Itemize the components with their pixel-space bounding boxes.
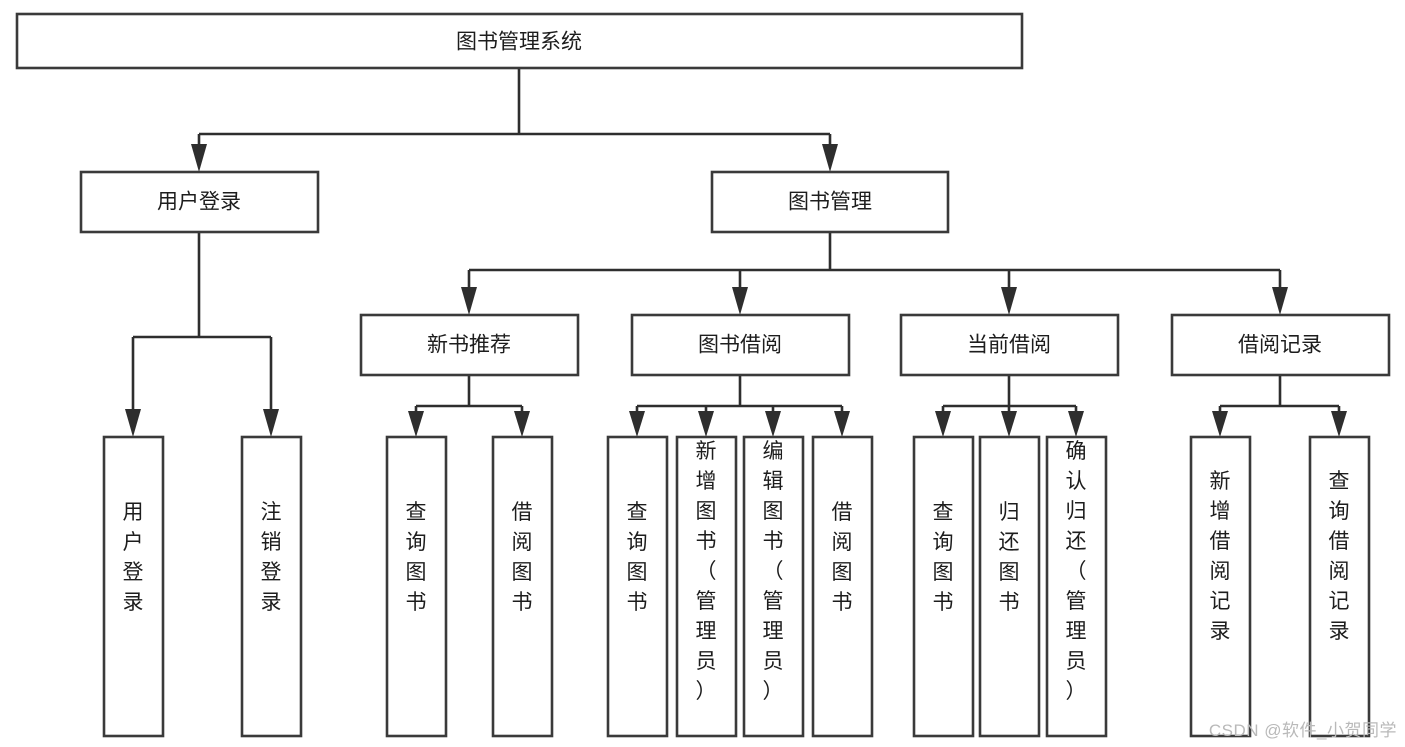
node-leaf-confirm-return-label: 确认归还（管理员） [1066, 440, 1087, 703]
node-leaf-query-record-box[interactable] [1308, 435, 1371, 738]
node-book-borrow-label: 图书借阅 [698, 334, 782, 357]
node-borrow-record[interactable]: 借阅记录 [1170, 313, 1391, 377]
node-leaf-query-book-1-box[interactable] [385, 435, 448, 738]
node-leaf-add-book-box[interactable] [675, 435, 738, 738]
node-book-borrow-box[interactable] [630, 313, 851, 377]
node-leaf-user-login[interactable]: 用户登录 [102, 435, 165, 738]
node-leaf-query-record[interactable]: 查询借阅记录 [1308, 435, 1371, 738]
arrow-cb-leaf-3 [1068, 411, 1084, 437]
node-leaf-add-record-label: 新增借阅记录 [1210, 470, 1231, 643]
node-leaf-query-book-1[interactable]: 查询图书 [385, 435, 448, 738]
node-leaf-logout-box[interactable] [240, 435, 303, 738]
node-leaf-borrow-book-1-box[interactable] [491, 435, 554, 738]
arrow-bb-leaf-3 [765, 411, 781, 437]
node-current-borrow-label: 当前借阅 [967, 334, 1051, 357]
arrow-bm-to-borrow-record [1272, 287, 1288, 315]
node-root-box[interactable] [15, 12, 1024, 70]
node-user-login-label: 用户登录 [157, 191, 241, 214]
node-book-manage-box[interactable] [710, 170, 950, 234]
node-leaf-return-book[interactable]: 归还图书 [978, 435, 1041, 738]
node-leaf-edit-book-label: 编辑图书（管理员） [763, 440, 784, 703]
node-leaf-add-book-label: 新增图书（管理员） [696, 440, 717, 703]
arrow-bm-to-new-book-rec [461, 287, 477, 315]
node-leaf-confirm-return-box[interactable] [1045, 435, 1108, 738]
connector-group-new-book-rec [408, 375, 530, 437]
node-leaf-borrow-book-2-box[interactable] [811, 435, 874, 738]
node-borrow-record-box[interactable] [1170, 313, 1391, 377]
arrow-cb-leaf-1 [935, 411, 951, 437]
node-leaf-query-book-1-label: 查询图书 [406, 501, 427, 614]
node-leaf-query-book-3-label: 查询图书 [933, 501, 954, 614]
node-leaf-query-book-2-label: 查询图书 [627, 501, 648, 614]
connector-group-borrow-record [1212, 375, 1347, 437]
arrow-bb-leaf-4 [834, 411, 850, 437]
node-user-login-box[interactable] [79, 170, 320, 234]
node-leaf-borrow-book-1-label: 借阅图书 [512, 501, 533, 614]
arrow-nbr-leaf-2 [514, 411, 530, 437]
node-leaf-borrow-book-2-label: 借阅图书 [832, 501, 853, 614]
node-leaf-user-login-label: 用户登录 [123, 501, 144, 614]
arrow-nbr-leaf-1 [408, 411, 424, 437]
node-leaf-query-book-3-box[interactable] [912, 435, 975, 738]
arrow-user-login-leaf-1 [125, 409, 141, 437]
node-leaf-return-book-box[interactable] [978, 435, 1041, 738]
node-leaf-query-book-2[interactable]: 查询图书 [606, 435, 669, 738]
node-current-borrow-box[interactable] [899, 313, 1120, 377]
node-root-label: 图书管理系统 [456, 31, 582, 54]
node-borrow-record-label: 借阅记录 [1238, 334, 1322, 357]
arrow-user-login-leaf-2 [263, 409, 279, 437]
node-leaf-query-record-label: 查询借阅记录 [1329, 470, 1350, 643]
node-leaf-borrow-book-1[interactable]: 借阅图书 [491, 435, 554, 738]
node-leaf-add-book[interactable]: 新增图书（管理员） [675, 435, 738, 738]
node-leaf-return-book-label: 归还图书 [999, 501, 1020, 614]
arrow-bb-leaf-2 [698, 411, 714, 437]
arrow-bm-to-book-borrow [732, 287, 748, 315]
arrow-cb-leaf-2 [1001, 411, 1017, 437]
node-leaf-confirm-return[interactable]: 确认归还（管理员） [1045, 435, 1108, 738]
node-leaf-add-record-box[interactable] [1189, 435, 1252, 738]
node-leaf-edit-book-box[interactable] [742, 435, 805, 738]
arrow-root-to-user-login [191, 144, 207, 172]
csdn-watermark: CSDN @软件_小贺同学 [1208, 721, 1397, 740]
connector-group-current-borrow [935, 375, 1084, 437]
connector-group-book-borrow [629, 375, 850, 437]
node-new-book-rec-label: 新书推荐 [427, 334, 511, 357]
node-leaf-user-login-box[interactable] [102, 435, 165, 738]
arrow-bm-to-current-borrow [1001, 287, 1017, 315]
node-current-borrow[interactable]: 当前借阅 [899, 313, 1120, 377]
node-leaf-borrow-book-2[interactable]: 借阅图书 [811, 435, 874, 738]
node-leaf-query-book-2-box[interactable] [606, 435, 669, 738]
node-new-book-rec-box[interactable] [359, 313, 580, 377]
arrow-br-leaf-1 [1212, 411, 1228, 437]
node-root[interactable]: 图书管理系统 [15, 12, 1024, 70]
node-user-login[interactable]: 用户登录 [79, 170, 320, 234]
node-leaf-query-book-3[interactable]: 查询图书 [912, 435, 975, 738]
node-leaf-logout[interactable]: 注销登录 [240, 435, 303, 738]
connector-group-root [191, 68, 838, 172]
node-leaf-logout-label: 注销登录 [261, 501, 282, 614]
node-book-borrow[interactable]: 图书借阅 [630, 313, 851, 377]
node-book-manage-label: 图书管理 [788, 191, 872, 214]
connector-group-user-login [125, 232, 279, 437]
node-leaf-edit-book[interactable]: 编辑图书（管理员） [742, 435, 805, 738]
connector-group-book-manage [461, 232, 1288, 315]
arrow-root-to-book-manage [822, 144, 838, 172]
arrow-bb-leaf-1 [629, 411, 645, 437]
node-book-manage[interactable]: 图书管理 [710, 170, 950, 234]
arrow-br-leaf-2 [1331, 411, 1347, 437]
node-leaf-add-record[interactable]: 新增借阅记录 [1189, 435, 1252, 738]
node-new-book-rec[interactable]: 新书推荐 [359, 313, 580, 377]
